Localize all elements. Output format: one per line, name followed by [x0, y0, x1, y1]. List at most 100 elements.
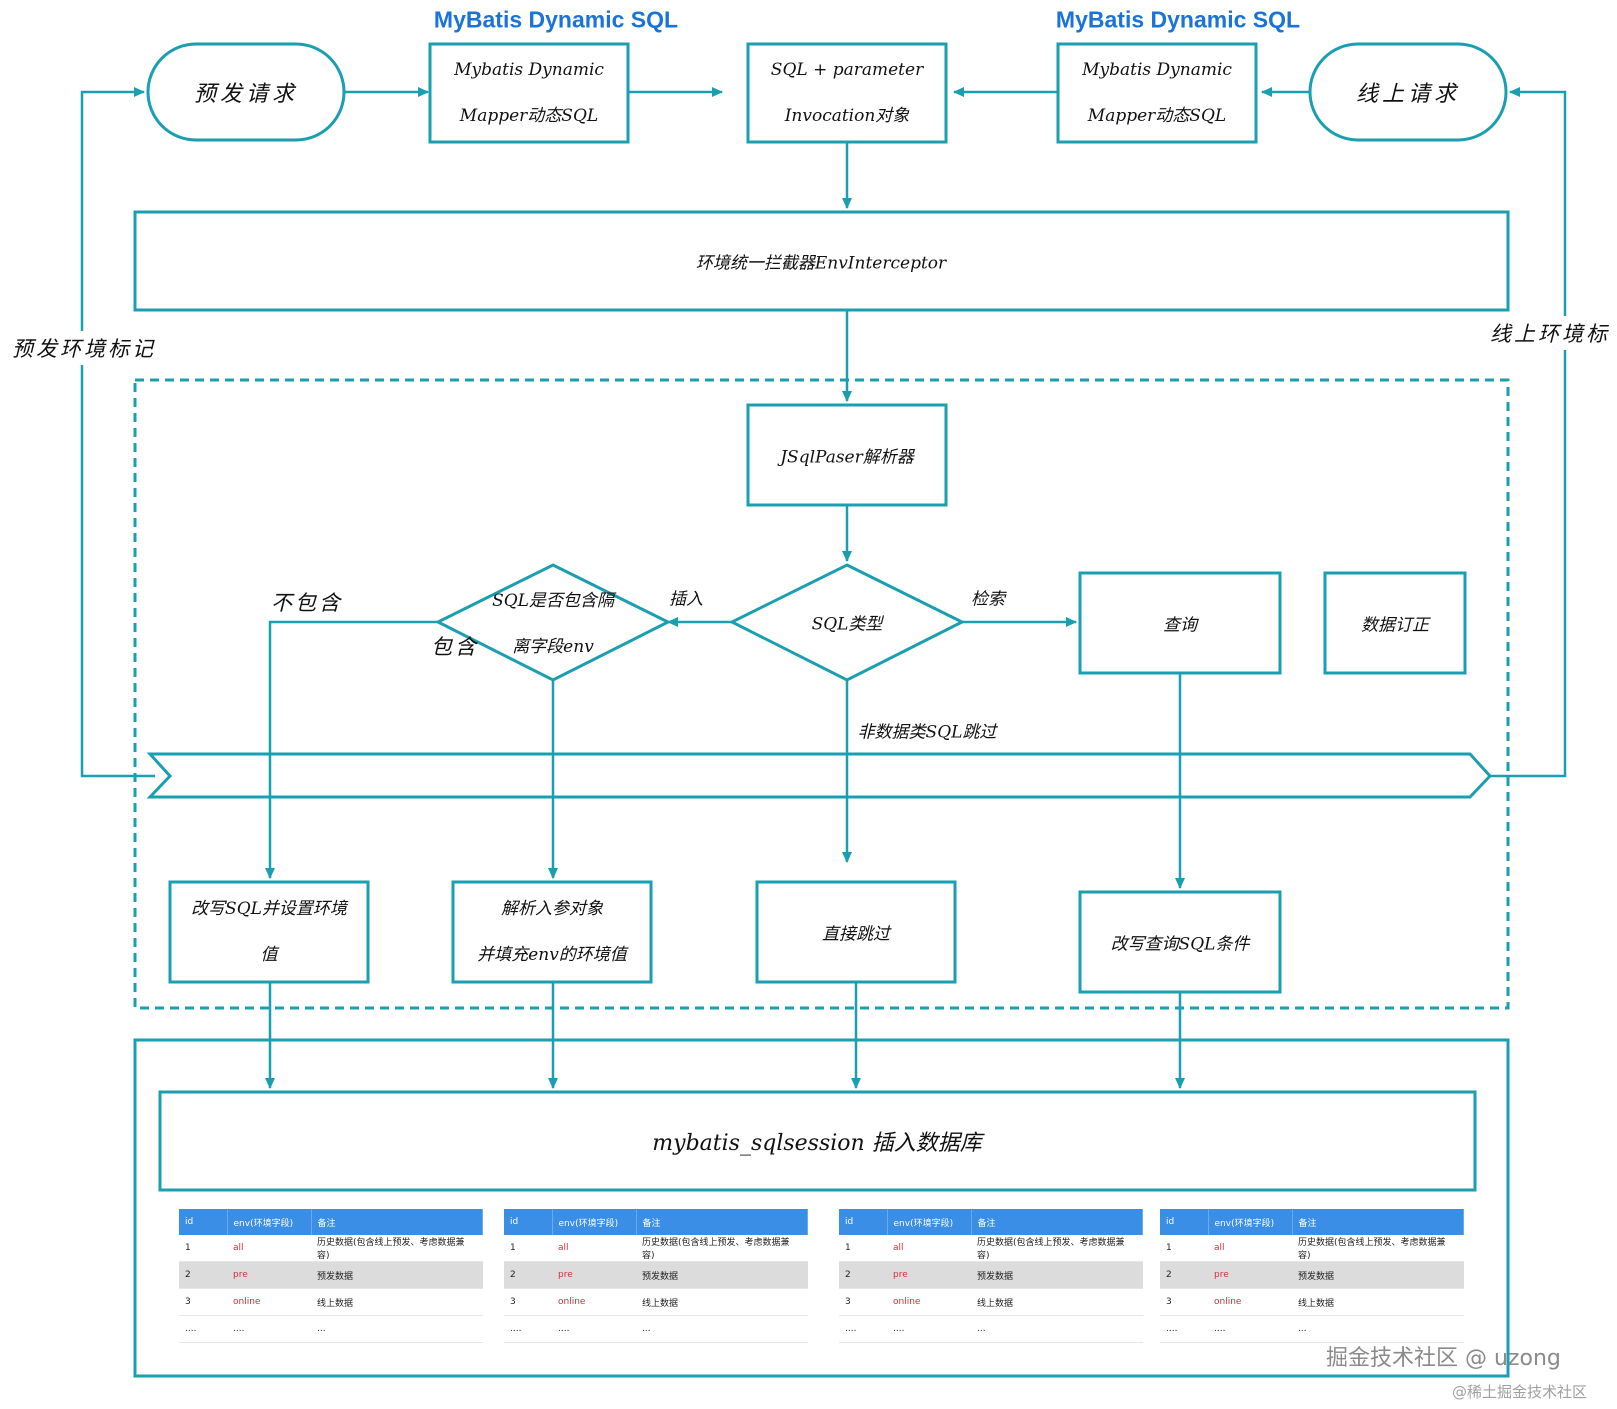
cell-env: pre [887, 1261, 971, 1289]
edge-non-data-skip-label: 非数据类SQL跳过 [857, 722, 997, 743]
cell-id: 1 [1160, 1235, 1208, 1262]
col-env: env(环境字段) [887, 1209, 972, 1235]
cell-id: 1 [839, 1235, 887, 1262]
table-header-row: id env(环境字段) 备注 [504, 1209, 808, 1235]
arrow-online-env-mark [1490, 87, 1567, 778]
data-fix-box [1323, 571, 1467, 675]
query-label: 查询 [1163, 615, 1197, 636]
col-id: id [179, 1209, 228, 1235]
cell-id: .... [839, 1315, 887, 1343]
cell-id: 2 [504, 1261, 552, 1289]
cell-id: 1 [179, 1235, 227, 1262]
cell-id: 2 [839, 1261, 887, 1289]
cell-env: all [227, 1235, 311, 1262]
invocation-line2: Invocation对象 [784, 106, 910, 126]
parsing-region [133, 378, 1510, 1010]
cell-env: online [887, 1288, 971, 1316]
parse-params-line1: 解析入参对象 [501, 899, 603, 919]
db-insert-label: mybatis_sqlsession 插入数据库 [652, 1131, 982, 1156]
col-id: id [504, 1209, 553, 1235]
cell-id: 3 [504, 1288, 552, 1316]
online-request-label: 线上请求 [1355, 82, 1461, 107]
cell-env: all [887, 1235, 971, 1262]
cell-env: .... [552, 1315, 636, 1343]
cell-remark: 历史数据(包含线上预发、考虑数据兼容) [311, 1235, 483, 1262]
sql-type-label: SQL类型 [811, 614, 883, 635]
cell-env: .... [1208, 1315, 1292, 1343]
cell-remark: ... [636, 1315, 808, 1343]
col-remark: 备注 [971, 1209, 1143, 1235]
cell-id: 3 [1160, 1288, 1208, 1316]
db-region [133, 1038, 1510, 1378]
col-id: id [1160, 1209, 1209, 1235]
mapper-left-line1: Mybatis Dynamic [454, 60, 604, 80]
col-env: env(环境字段) [552, 1209, 637, 1235]
col-env: env(环境字段) [1208, 1209, 1293, 1235]
cell-env: .... [227, 1315, 311, 1343]
table-row: ........... [1160, 1315, 1464, 1343]
table-row: ........... [179, 1315, 483, 1343]
contains-env-line2: 离字段env [512, 637, 594, 657]
watermark-sub: @稀土掘金技术社区 [1452, 1383, 1588, 1401]
cell-id: 3 [839, 1288, 887, 1316]
table-header-row: id env(环境字段) 备注 [179, 1209, 483, 1235]
interceptor-box [133, 210, 1510, 312]
title-left: MyBatis Dynamic SQL [433, 6, 679, 33]
skip-label: 直接跳过 [822, 924, 890, 945]
mapper-right-line2: Mapper动态SQL [1087, 106, 1227, 126]
pre-env-mark-label: 预发环境标记 [12, 331, 156, 365]
cell-remark: 线上数据 [1292, 1288, 1464, 1316]
invocation-line1: SQL + parameter [770, 60, 924, 80]
cell-env: pre [227, 1261, 311, 1289]
cell-remark: ... [311, 1315, 483, 1343]
cell-id: 2 [1160, 1261, 1208, 1289]
table-header-row: id env(环境字段) 备注 [1160, 1209, 1464, 1235]
mapper-right-label: Mybatis Dynamic Mapper动态SQL [1082, 47, 1232, 139]
arrow-pre-env-mark [80, 87, 155, 778]
col-remark: 备注 [636, 1209, 808, 1235]
db-insert-box [158, 1090, 1477, 1192]
data-fix-label: 数据订正 [1361, 615, 1429, 636]
cell-env: .... [887, 1315, 971, 1343]
invocation-label: SQL + parameter Invocation对象 [771, 47, 923, 139]
arrow-not-contains [265, 620, 438, 879]
cell-remark: ... [1292, 1315, 1464, 1343]
cell-id: .... [1160, 1315, 1208, 1343]
interceptor-label: 环境统一拦截器EnvInterceptor [695, 253, 947, 274]
parser-label: JSqlPaser解析器 [780, 447, 914, 468]
pre-request-label: 预发请求 [193, 82, 299, 107]
table-row: ........... [839, 1315, 1143, 1343]
cell-remark: 预发数据 [971, 1261, 1143, 1289]
cell-remark: 历史数据(包含线上预发、考虑数据兼容) [636, 1235, 808, 1262]
edge-contains-label: 包含 [431, 635, 479, 659]
cell-env: online [552, 1288, 636, 1316]
parse-params-label: 解析入参对象 并填充env的环境值 [477, 886, 627, 978]
watermark-main: 掘金技术社区 @ uzong [1326, 1346, 1561, 1371]
cell-remark: 线上数据 [971, 1288, 1143, 1316]
cell-remark: 历史数据(包含线上预发、考虑数据兼容) [1292, 1235, 1464, 1262]
rewrite-set-env-label: 改写SQL并设置环境 值 [191, 886, 347, 978]
rewrite-set-env-line2: 值 [260, 945, 278, 965]
cell-id: .... [179, 1315, 227, 1343]
cell-remark: 预发数据 [1292, 1261, 1464, 1289]
contains-env-line1: SQL是否包含隔 [492, 591, 614, 611]
cell-id: 2 [179, 1261, 227, 1289]
env-marker-band [146, 752, 1493, 799]
contains-env-label: SQL是否包含隔 离字段env [492, 578, 614, 670]
cell-env: online [1208, 1288, 1292, 1316]
